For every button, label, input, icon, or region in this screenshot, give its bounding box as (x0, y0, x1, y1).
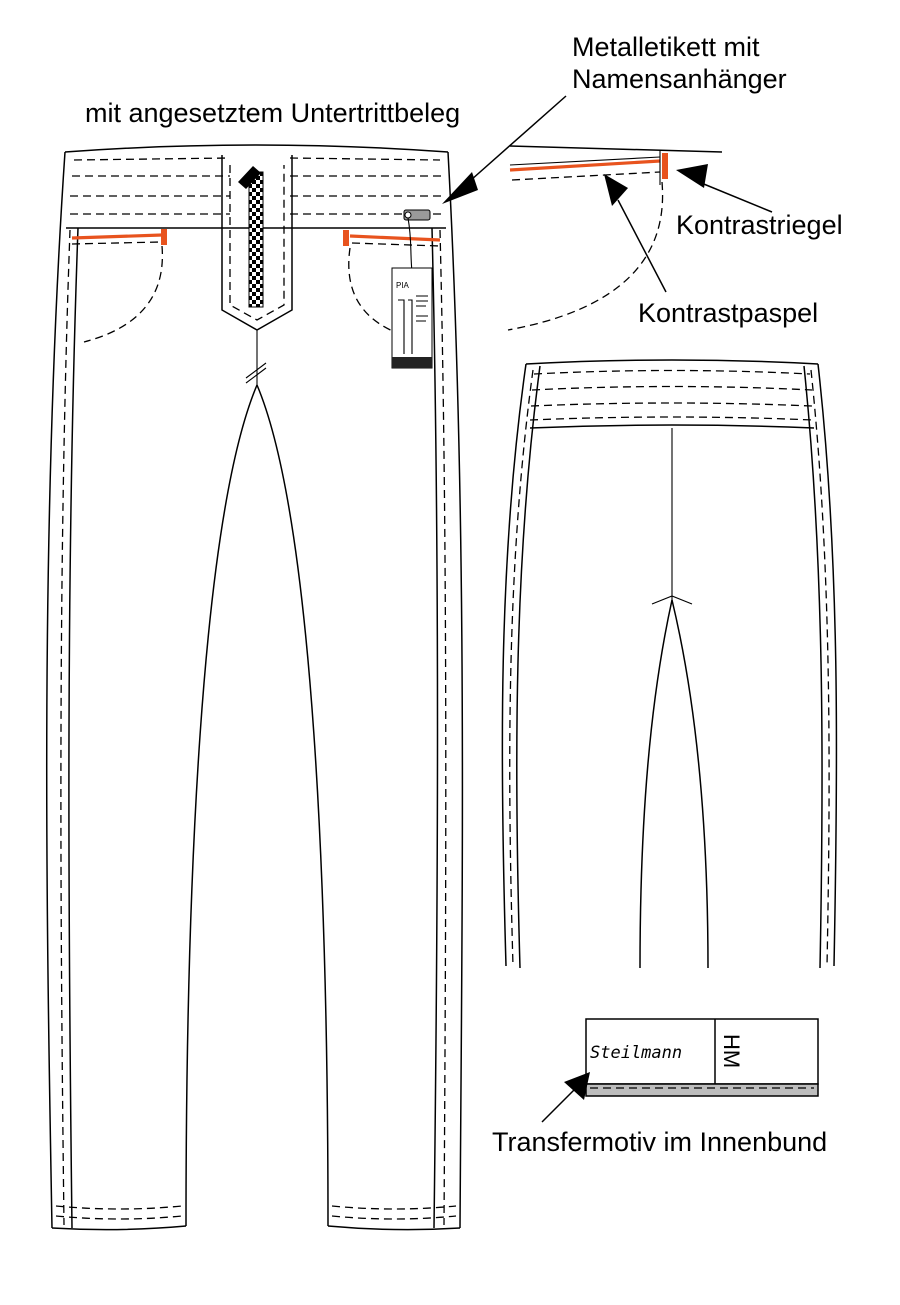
fly-outline (221, 155, 293, 331)
back-waistband-top (525, 359, 819, 365)
transfer-brand-text: Steilmann (590, 1043, 682, 1063)
label-transfermotiv: Transfermotiv im Innenbund (492, 1127, 827, 1157)
front-right-bartack (343, 230, 349, 246)
paspel-arrow-line (617, 199, 667, 293)
back-view-pants (501, 359, 838, 969)
label-kontrastriegel: Kontrastriegel (676, 210, 843, 240)
label-metalletikett-line1: Metalletikett mit (572, 32, 760, 62)
metall-arrow-head (442, 172, 478, 204)
hangtag-title: PIA (396, 281, 410, 290)
front-left-outer-seam (45, 151, 66, 1229)
front-center-notch (245, 362, 267, 384)
metal-label (403, 209, 431, 221)
front-right-pocket-piping-stitch (351, 242, 441, 247)
inner-waistband-transfer: Steilmann HM (585, 1018, 819, 1097)
callout-arrows (442, 95, 773, 1123)
back-left-outer-seam (501, 363, 527, 967)
detail-pocket-stitch (511, 171, 661, 181)
back-side-seam-stitching (509, 365, 830, 969)
riegel-arrow-line (693, 179, 773, 213)
label-kontrastpaspel: Kontrastpaspel (638, 298, 818, 328)
detail-pocket-stitch-top (509, 156, 661, 166)
detail-pocket-piping (509, 159, 661, 172)
label-untertrittbeleg: mit angesetztem Untertrittbeleg (85, 98, 460, 128)
detail-pocket-curve (507, 181, 664, 331)
front-left-inseam (185, 384, 258, 1227)
zipper-pull (238, 166, 261, 189)
back-waistband-bottom (529, 424, 815, 429)
transfer-side-text: HM (719, 1034, 744, 1068)
back-right-outer-seam (817, 363, 838, 967)
front-view-pants: PIA (45, 144, 464, 1231)
back-center-notch (651, 595, 693, 605)
detail-bartack (662, 153, 668, 179)
metal-label-rivet (404, 211, 412, 219)
front-left-pocket-curve (83, 245, 164, 343)
front-left-pocket-piping-stitch (71, 241, 161, 245)
front-left-bartack (161, 229, 167, 245)
callout-labels: mit angesetztem Untertrittbeleg Metallet… (85, 32, 843, 1157)
hangtag: PIA (391, 267, 433, 369)
back-waistband-topstitching (529, 369, 814, 421)
label-metalletikett-line2: Namensanhänger (572, 64, 787, 94)
fly-stitching (229, 165, 285, 321)
pocket-detail (507, 145, 723, 331)
front-waistband-topstitching (70, 157, 443, 215)
back-right-inseam (671, 599, 709, 969)
front-right-inseam (256, 384, 329, 1227)
back-left-inseam (639, 599, 673, 969)
riegel-arrow-head (676, 164, 708, 188)
front-right-hem (327, 1225, 461, 1231)
transfer-box (585, 1018, 819, 1085)
transfer-arrow-line (541, 1089, 575, 1123)
metall-arrow-line (461, 95, 567, 189)
transfer-band (585, 1083, 819, 1097)
front-waistband-top (64, 144, 449, 153)
front-hem-stitching (55, 1205, 457, 1220)
paspel-arrow-head (604, 174, 628, 206)
front-side-seam-stitching (60, 227, 447, 1229)
transfer-arrow-head (564, 1072, 590, 1100)
zipper-teeth (248, 171, 264, 308)
front-right-outer-seam (447, 151, 464, 1229)
front-left-hem (51, 1225, 187, 1231)
detail-waistband-line (509, 145, 723, 153)
front-left-pocket-piping (71, 233, 163, 240)
hangtag-string (407, 217, 413, 273)
front-right-pocket-piping (349, 234, 441, 242)
